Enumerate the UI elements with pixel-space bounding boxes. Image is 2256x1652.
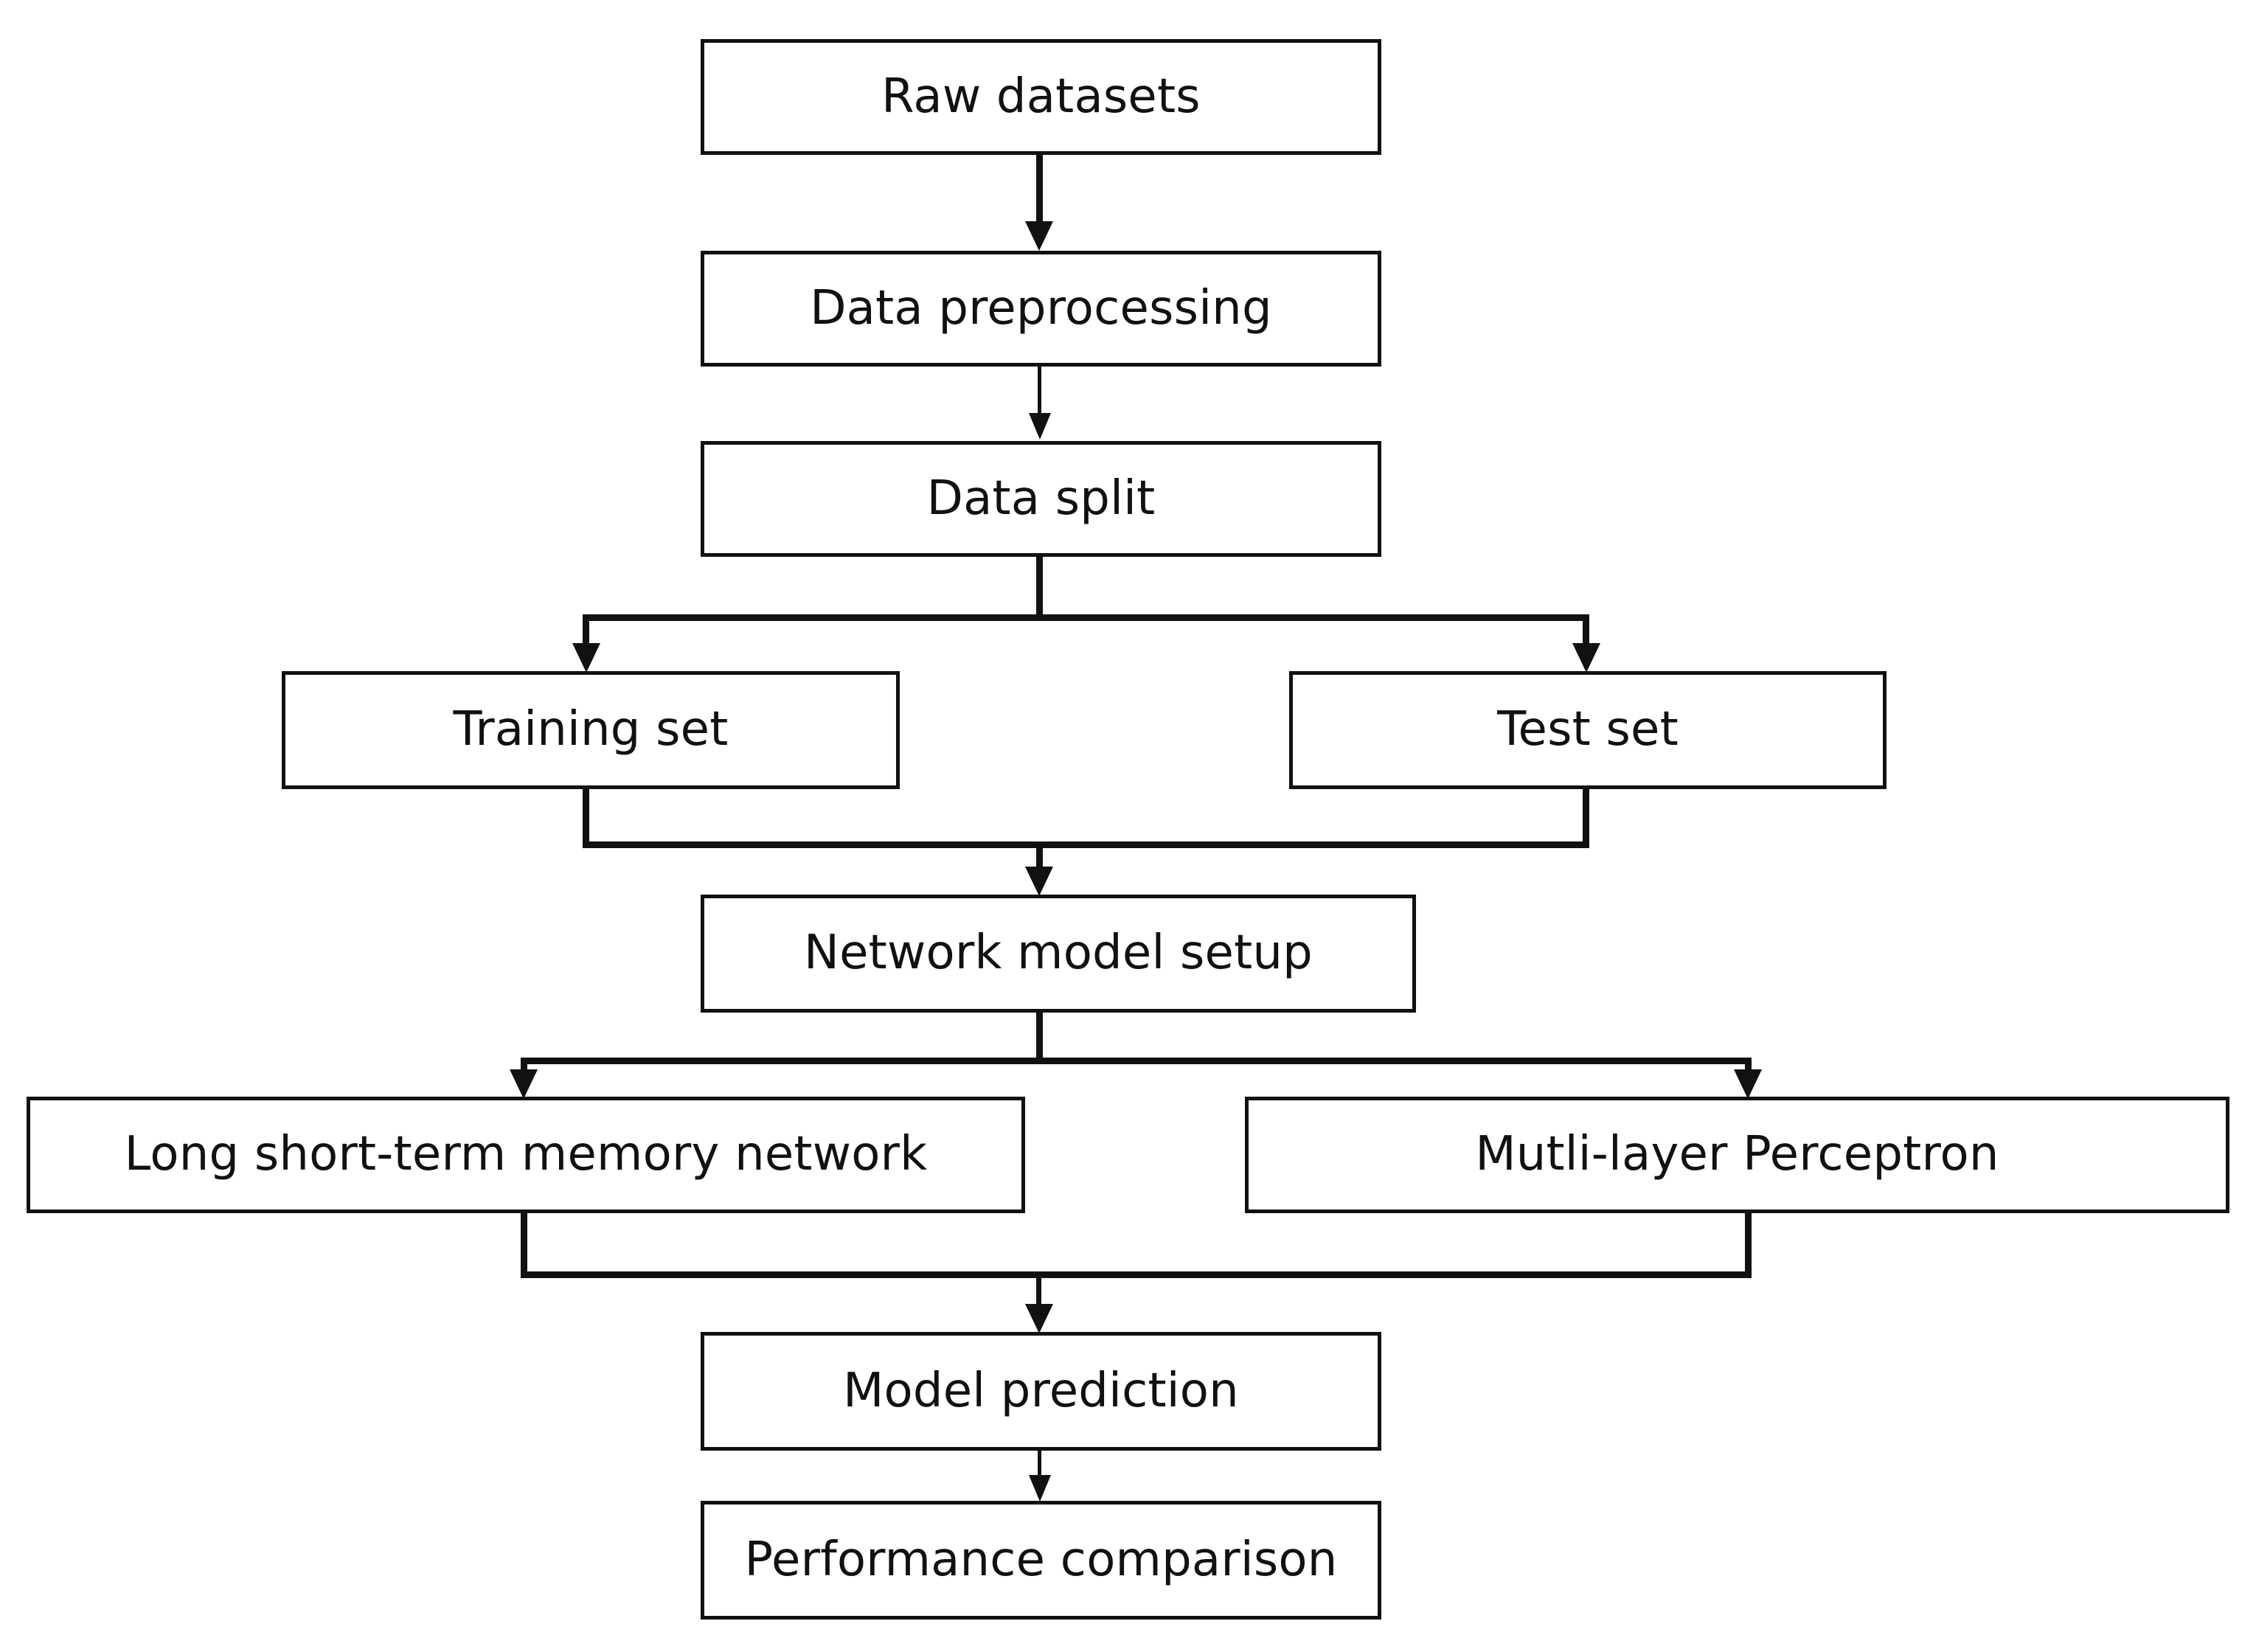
edge-training-to-merge-line xyxy=(583,789,589,848)
edge-split-stem xyxy=(1036,557,1043,618)
edge-merge-to-model-prediction-line xyxy=(1036,1271,1041,1313)
edge-network-setup-branch-bar xyxy=(521,1058,1752,1064)
edge-test-to-merge-line xyxy=(1583,789,1589,848)
node-performance-comparison[interactable]: Performance comparison xyxy=(701,1501,1381,1620)
node-network-model-setup[interactable]: Network model setup xyxy=(701,895,1416,1013)
node-long-short-term-memory-network[interactable]: Long short-term memory network xyxy=(27,1097,1025,1213)
edge-train-test-merge-bar xyxy=(583,841,1589,848)
edge-merge-to-network-setup-line xyxy=(1036,841,1043,871)
edge-model-merge-bar xyxy=(521,1271,1752,1278)
edge-split-to-training-arrowhead xyxy=(572,643,600,673)
node-model-prediction[interactable]: Model prediction xyxy=(701,1332,1381,1451)
node-data-split-label: Data split xyxy=(926,471,1156,526)
edge-merge-to-network-setup-arrowhead xyxy=(1025,867,1053,896)
edge-split-to-test-arrowhead xyxy=(1572,643,1600,673)
node-training-set-label: Training set xyxy=(453,702,729,757)
edge-mlp-to-merge-line xyxy=(1745,1213,1752,1278)
node-mlp-label: Mutli-layer Perceptron xyxy=(1475,1127,1999,1182)
edge-preprocessing-to-split-line xyxy=(1038,367,1041,415)
edge-network-setup-to-lstm-arrowhead xyxy=(510,1069,538,1099)
node-training-set[interactable]: Training set xyxy=(282,671,900,789)
edge-raw-to-preprocessing-line xyxy=(1036,155,1043,223)
node-network-model-setup-label: Network model setup xyxy=(804,926,1313,981)
edge-preprocessing-to-split-arrowhead xyxy=(1029,413,1051,440)
edge-network-setup-to-mlp-arrowhead xyxy=(1734,1069,1762,1099)
edge-lstm-to-merge-line xyxy=(521,1213,527,1278)
edge-prediction-to-performance-arrowhead xyxy=(1029,1475,1051,1502)
node-data-preprocessing-label: Data preprocessing xyxy=(810,280,1272,336)
node-data-preprocessing[interactable]: Data preprocessing xyxy=(701,251,1381,367)
edge-split-to-test-line xyxy=(1583,614,1589,648)
node-raw-datasets-label: Raw datasets xyxy=(881,69,1201,124)
edge-network-setup-to-mlp-line xyxy=(1745,1058,1752,1074)
node-multi-layer-perceptron[interactable]: Mutli-layer Perceptron xyxy=(1245,1097,2229,1213)
edge-split-branch-bar xyxy=(583,614,1589,621)
node-test-set-label: Test set xyxy=(1497,702,1679,757)
edge-merge-to-model-prediction-arrowhead xyxy=(1025,1304,1053,1333)
edge-raw-to-preprocessing-arrowhead xyxy=(1025,221,1053,251)
node-model-prediction-label: Model prediction xyxy=(843,1363,1239,1418)
edge-network-setup-to-lstm-line xyxy=(521,1058,527,1074)
node-lstm-label: Long short-term memory network xyxy=(124,1127,928,1182)
edge-prediction-to-performance-line xyxy=(1038,1451,1041,1479)
node-performance-comparison-label: Performance comparison xyxy=(744,1532,1338,1587)
node-raw-datasets[interactable]: Raw datasets xyxy=(701,39,1381,155)
edge-split-to-training-line xyxy=(583,614,589,648)
edge-network-setup-stem xyxy=(1036,1013,1043,1063)
node-test-set[interactable]: Test set xyxy=(1289,671,1887,789)
node-data-split[interactable]: Data split xyxy=(701,441,1381,557)
